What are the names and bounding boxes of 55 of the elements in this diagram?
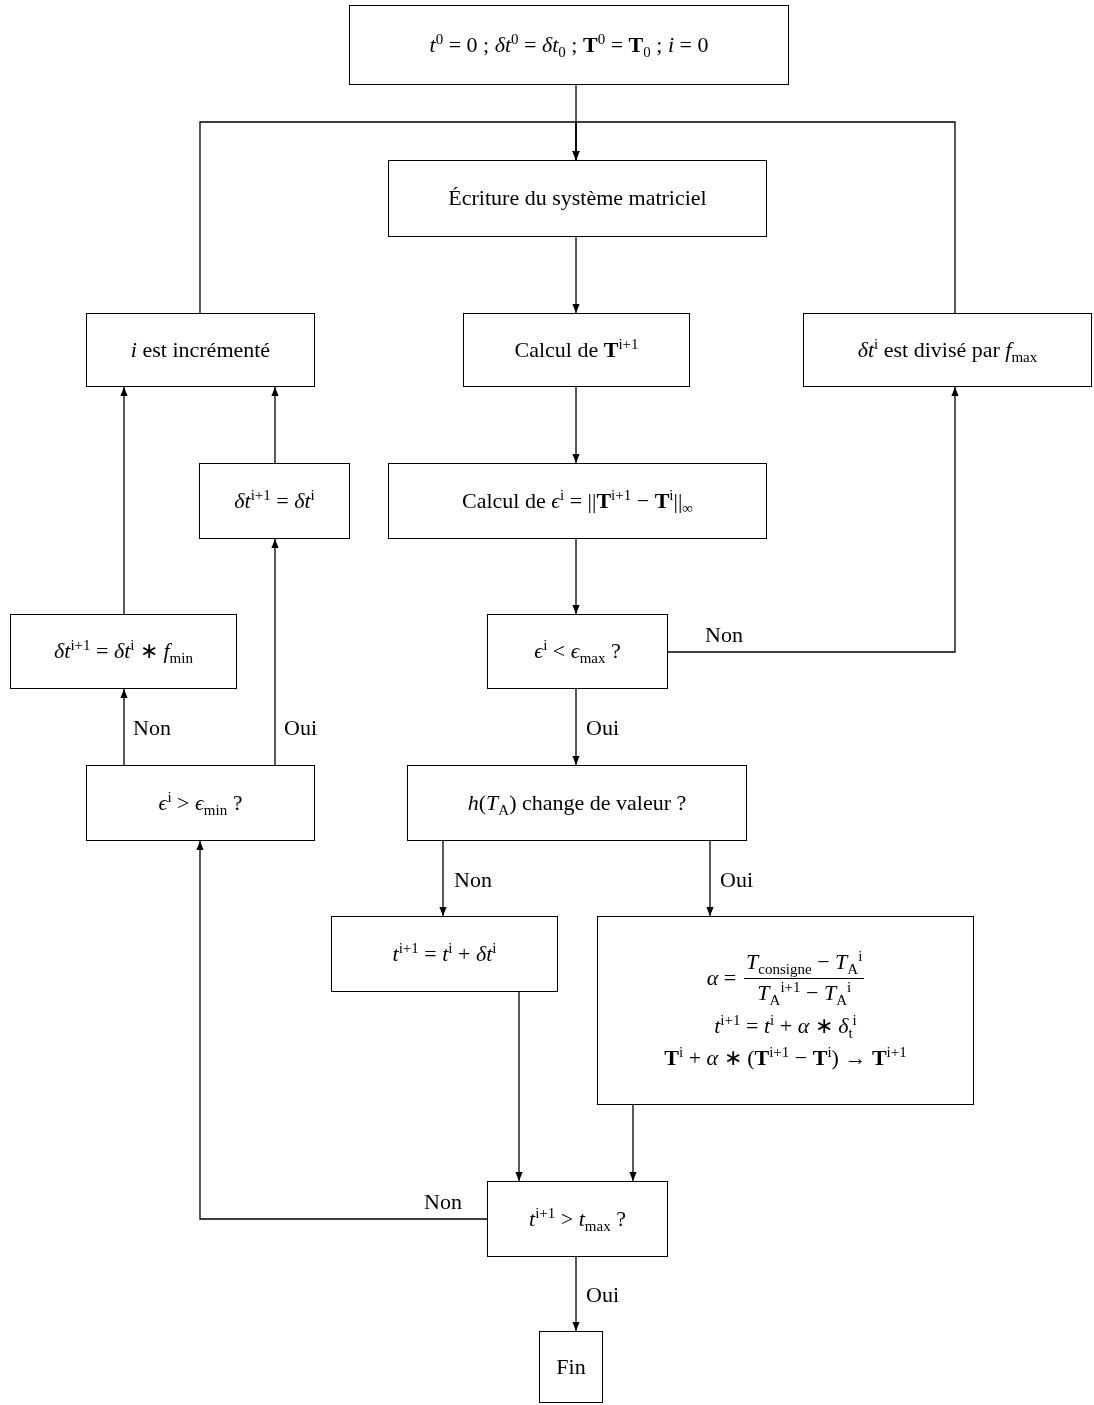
process-box [597, 916, 974, 1105]
formula-text: T$^{i}$ + α ∗ (T$^{i+1}$ − T$^{i}$) → T$^{i+1}$ [664, 1044, 907, 1073]
process-box [331, 916, 558, 992]
arrow [572, 1256, 580, 1332]
arrow [629, 1104, 637, 1182]
process-box [463, 313, 690, 387]
node-text: δt$^{i}$ est divisé par f$_{max}$ [857, 335, 1038, 365]
edge-label: Oui [720, 869, 753, 891]
node-text: t$^{i+1}$ > t$_{max}$ ? [529, 1204, 626, 1234]
node-text: Calcul de ϵ$^{i}$ = ||T$^{i+1}$ − T$^{i}$||$_{∞}$ [461, 486, 694, 516]
formula-text: α = [706, 963, 737, 992]
edge-label: Non [133, 717, 171, 739]
arrow [572, 688, 580, 766]
node-text: ϵ$^{i}$ > ϵ$_{min}$ ? [158, 788, 243, 818]
arrow [271, 386, 279, 464]
node-text: Calcul de T$^{i+1}$ [514, 335, 639, 364]
arrow [120, 386, 128, 615]
node-text: t$^{0}$ = 0 ; δt$^{0}$ = δt$_{0}$ ; T$^{0}$ = T$_{0}$ ; i = 0 [429, 30, 709, 60]
edge-label: Oui [284, 717, 317, 739]
node-text: ϵ$^{i}$ < ϵ$_{max}$ ? [534, 637, 621, 666]
process-box [803, 313, 1092, 387]
edge-label: Non [454, 869, 492, 891]
process-box [407, 765, 747, 841]
arrow [196, 840, 488, 1220]
node-text: δt$^{i+1}$ = δt$^{i}$ [234, 486, 315, 515]
edge-label: Oui [586, 717, 619, 739]
node-text: δt$^{i+1}$ = δt$^{i}$ ∗ f$_{min}$ [54, 637, 193, 666]
arrow [667, 386, 959, 653]
arrow [572, 386, 580, 464]
process-box [539, 1331, 603, 1403]
process-box [86, 313, 315, 387]
arrow [515, 991, 523, 1182]
process-box [10, 614, 237, 689]
arrow [439, 840, 447, 917]
process-box [487, 1181, 668, 1257]
arrow [271, 538, 279, 766]
edge-label: Oui [586, 1284, 619, 1306]
node-text: Écriture du système matriciel [448, 184, 707, 213]
node-text: i est incrémenté [130, 335, 271, 364]
process-box [487, 614, 668, 689]
node-text: h(T$_{A}$) change de valeur ? [467, 788, 687, 818]
process-box [199, 463, 350, 539]
edge-label: Non [424, 1191, 462, 1213]
edge-label: Non [705, 624, 743, 646]
arrow [572, 121, 956, 314]
arrow [120, 688, 128, 766]
process-box [349, 5, 789, 85]
arrow [572, 236, 580, 314]
node-text: Fin [556, 1352, 586, 1381]
process-box [86, 765, 315, 841]
arrow [572, 538, 580, 615]
process-box [388, 463, 767, 539]
process-box [388, 160, 767, 237]
arrow [706, 840, 714, 917]
node-text: t$^{i+1}$ = t$^{i}$ + δt$^{i}$ [392, 939, 497, 968]
